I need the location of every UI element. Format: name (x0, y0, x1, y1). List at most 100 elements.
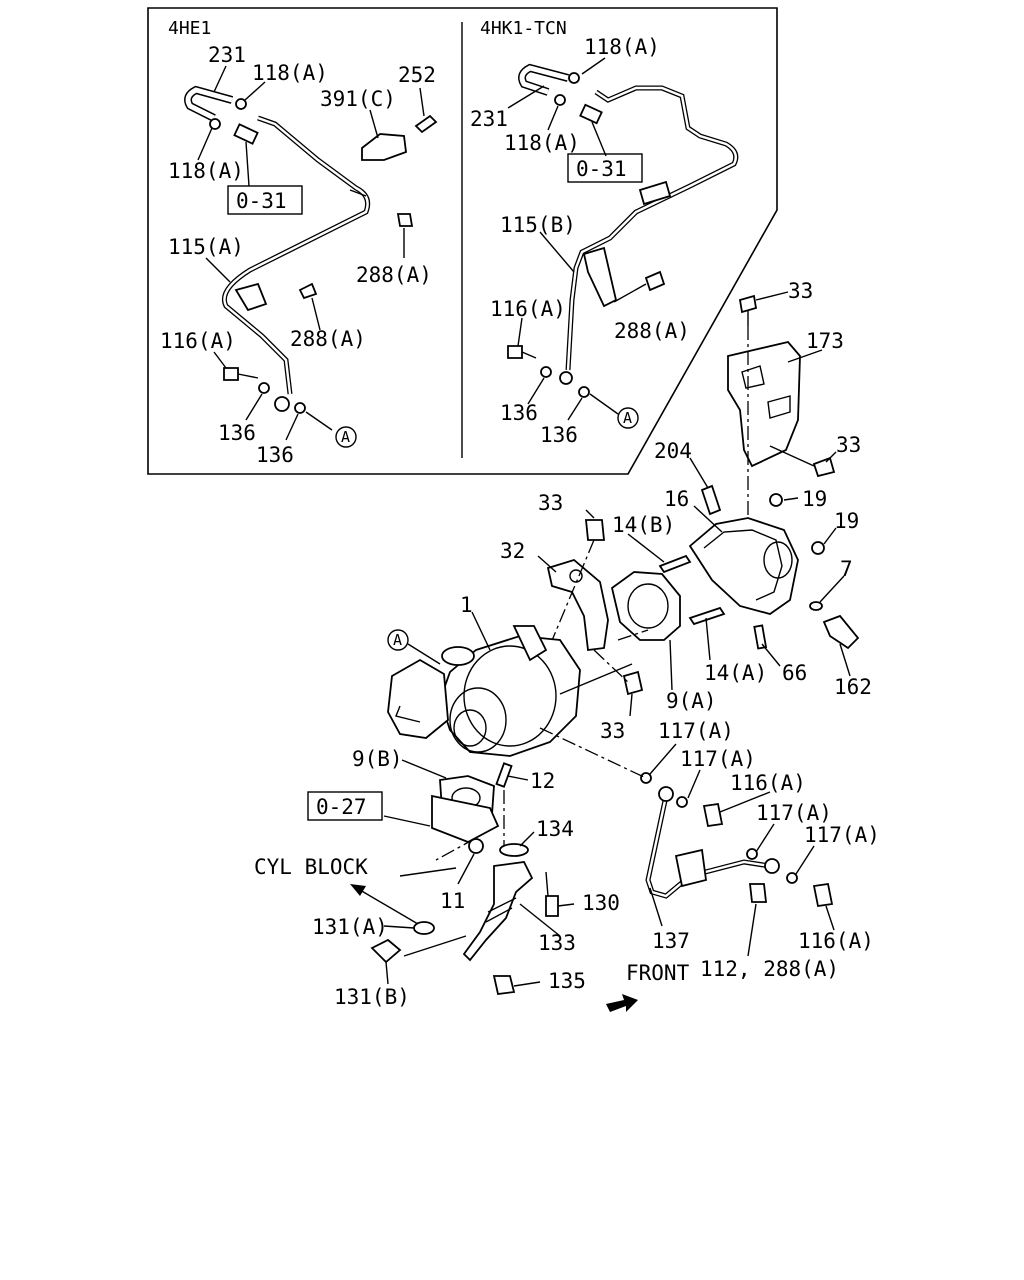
label-66: 66 (782, 661, 807, 685)
label-33-left: 33 (538, 491, 563, 515)
label-117a-2: 117(A) (680, 747, 756, 771)
label-7: 7 (840, 557, 853, 581)
wastegate-actuator (387, 658, 449, 739)
clip-118a-right-upper (568, 72, 580, 84)
label-136-left-1: 136 (218, 421, 256, 445)
marker-a-left-text: A (341, 428, 350, 446)
marker-a-left (335, 426, 357, 448)
nut-11 (468, 838, 484, 854)
connector-0-31-right (579, 103, 603, 125)
label-112-288a: 112, 288(A) (700, 957, 839, 981)
label-131a: 131(A) (312, 915, 388, 939)
stud-14a (688, 606, 726, 626)
connector-0-31 (233, 123, 259, 145)
pipe-115a (222, 115, 371, 395)
label-front: FRONT (626, 961, 690, 985)
label-204: 204 (654, 439, 692, 463)
label-231-left: 231 (208, 43, 246, 67)
label-288a-right: 288(A) (614, 319, 690, 343)
flange-plate (431, 794, 500, 843)
main-leaders (350, 291, 851, 987)
marker-a-main-text: A (393, 631, 402, 649)
right-inset-parts (507, 63, 739, 398)
clip-118a-upper (235, 98, 247, 110)
label-117a-1: 117(A) (658, 719, 734, 743)
eye-fitting-right (559, 371, 573, 385)
label-115a: 115(A) (168, 235, 244, 259)
label-16: 16 (664, 487, 689, 511)
right-inset-leaders (507, 57, 647, 421)
clip-118a-lower (209, 118, 221, 130)
label-32: 32 (500, 539, 525, 563)
inset-left-title: 4HE1 (168, 18, 211, 39)
ref-0-27: 0-27 (316, 795, 367, 819)
bolt-33-left (585, 519, 605, 541)
inset-right-title: 4HK1-TCN (480, 18, 567, 39)
clamp-32 (546, 558, 609, 652)
label-135: 135 (548, 969, 586, 993)
label-9a: 9(A) (666, 689, 717, 713)
left-inset-leaders (197, 65, 425, 441)
washer-117a-4 (786, 872, 798, 884)
bolt-33-top (738, 294, 758, 314)
gasket-9a (610, 571, 681, 641)
bolt-33-bottom (622, 670, 644, 696)
turbo-bracket (512, 625, 548, 662)
bracket-right-top (638, 180, 672, 206)
label-1: 1 (460, 593, 473, 617)
label-162: 162 (834, 675, 872, 699)
oil-pipe-133 (462, 861, 534, 962)
ref-0-31-right: 0-31 (576, 157, 627, 181)
bolt-112-288a (748, 883, 768, 903)
bolt-116a-main-2 (812, 882, 834, 908)
ref-0-31-left: 0-31 (236, 189, 287, 213)
label-117a-3: 117(A) (756, 801, 832, 825)
ref-box-0-27 (307, 791, 383, 821)
washer-117a-2 (676, 796, 688, 808)
eye-fitting (274, 396, 290, 412)
marker-a-right-text: A (623, 409, 632, 427)
bolt-116a (223, 367, 239, 381)
bracket-391c (361, 133, 407, 161)
stud-14b (658, 554, 692, 574)
label-133: 133 (538, 931, 576, 955)
ref-box-0-31-left (227, 185, 303, 215)
bracket-lower (234, 282, 268, 312)
label-11: 11 (440, 889, 465, 913)
label-252: 252 (398, 63, 436, 87)
front-arrow-icon (606, 994, 638, 1012)
label-118a-right-mid: 118(A) (504, 131, 580, 155)
left-inset-parts (184, 85, 438, 414)
exhaust-adapter-16 (688, 517, 799, 615)
label-137: 137 (652, 929, 690, 953)
bracket-right (582, 246, 618, 308)
label-cyl-block: CYL BLOCK (254, 855, 368, 879)
label-136-right-1: 136 (500, 401, 538, 425)
label-118a-left-bot: 118(A) (168, 159, 244, 183)
bolt-116a-right (507, 345, 523, 359)
stud-12 (495, 762, 513, 788)
label-33-top: 33 (788, 279, 813, 303)
washer-136-right-a (540, 366, 552, 378)
washer-136-right-b (578, 386, 590, 398)
o-ring-134 (499, 843, 529, 857)
cyl-block-arrow (350, 884, 366, 896)
label-14b: 14(B) (612, 513, 675, 537)
bolt-33-right (812, 456, 836, 478)
washer-136-b (294, 402, 306, 414)
eye-137-right (764, 858, 780, 874)
label-9b: 9(B) (352, 747, 403, 771)
label-33-bottom: 33 (600, 719, 625, 743)
bolt-252 (414, 114, 438, 134)
label-131b: 131(B) (334, 985, 410, 1009)
label-116a-main-2: 116(A) (798, 929, 874, 953)
heat-shield-173 (727, 340, 801, 468)
bolt-288a-upper (396, 213, 414, 227)
label-288a-left-2: 288(A) (290, 327, 366, 351)
label-136-left-2: 136 (256, 443, 294, 467)
label-19-b: 19 (834, 509, 859, 533)
label-115b: 115(B) (500, 213, 576, 237)
bolt-135 (492, 975, 516, 995)
label-19-a: 19 (802, 487, 827, 511)
